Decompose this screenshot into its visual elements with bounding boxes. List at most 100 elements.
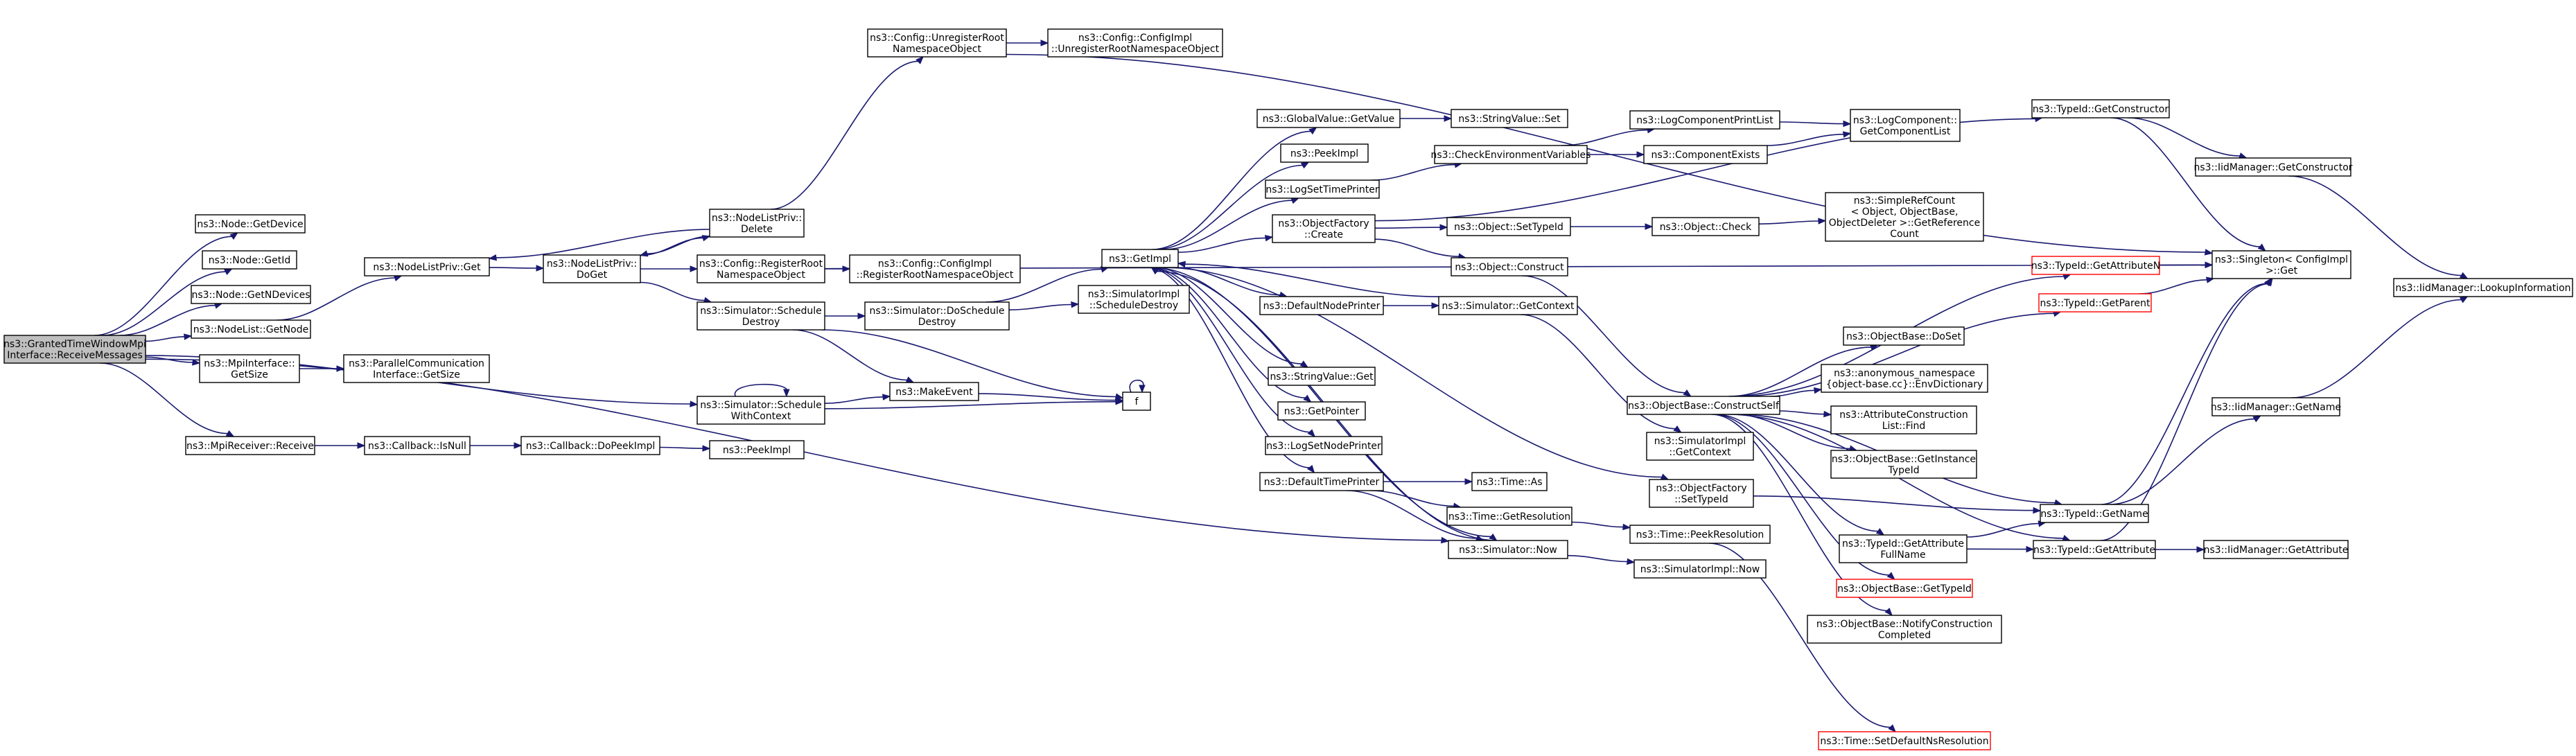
call-edge	[94, 232, 238, 336]
call-edge	[315, 442, 366, 449]
function-node-nlp-get[interactable]: ns3::NodeListPriv::Get	[364, 257, 490, 276]
function-node-compexists[interactable]: ns3::ComponentExists	[1643, 145, 1768, 164]
function-node-root[interactable]: ns3::GrantedTimeWindowMpiInterface::Rece…	[3, 335, 146, 364]
function-node-time-setdefaultnsres[interactable]: ns3::Time::SetDefaultNsResolution	[1818, 731, 1991, 750]
function-node-cfg-unregroot[interactable]: ns3::Config::UnregisterRootNamespaceObje…	[867, 28, 1007, 58]
arrow-head-icon	[1645, 223, 1654, 230]
function-node-f[interactable]: f	[1122, 392, 1151, 411]
node-label: ns3::Time::GetResolution	[1448, 511, 1570, 522]
node-label: Completed	[1878, 630, 1931, 641]
edge-line	[1370, 490, 1455, 507]
node-box	[1825, 192, 1984, 242]
function-node-sim-getcontext[interactable]: ns3::Simulator::GetContext	[1438, 296, 1578, 315]
function-node-mpi-getsize[interactable]: ns3::MpiInterface::GetSize	[199, 354, 300, 383]
function-node-peekimpl1[interactable]: ns3::PeekImpl	[709, 440, 805, 459]
function-node-simimpl-scheddestroy[interactable]: ns3::SimulatorImpl::ScheduleDestroy	[1078, 285, 1190, 314]
arrow-head-icon	[2266, 277, 2273, 287]
node-label: ns3::PeekImpl	[723, 445, 791, 456]
arrow-head-icon	[1307, 464, 1315, 474]
function-node-sim-now[interactable]: ns3::Simulator::Now	[1448, 540, 1568, 559]
function-node-stringvalue-set[interactable]: ns3::StringValue::Set	[1451, 109, 1568, 128]
function-node-getimpl[interactable]: ns3::GetImpl	[1101, 249, 1179, 268]
function-node-makeevent[interactable]: ns3::MakeEvent	[889, 382, 979, 401]
call-edge	[659, 445, 711, 452]
function-node-defaulttimeprinter[interactable]: ns3::DefaultTimePrinter	[1259, 472, 1384, 491]
function-node-objbase-doset[interactable]: ns3::ObjectBase::DoSet	[1843, 326, 1965, 346]
function-node-sim-scheddestroy[interactable]: ns3::Simulator::ScheduleDestroy	[696, 301, 825, 331]
function-node-iidmgr-lookupinfo[interactable]: ns3::IidManager::LookupInformation	[2393, 278, 2573, 297]
function-node-cfgimpl-reg[interactable]: ns3::Config::ConfigImpl::RegisterRootNam…	[849, 254, 1021, 283]
edge-line	[1150, 267, 1306, 398]
node-label: ns3::IidManager::LookupInformation	[2395, 283, 2570, 294]
function-node-time-as[interactable]: ns3::Time::As	[1471, 472, 1548, 491]
node-label: ns3::ParallelCommunication	[349, 358, 484, 369]
function-node-objbase-gettypeid[interactable]: ns3::ObjectBase::GetTypeId	[1836, 579, 1973, 598]
node-box	[1101, 249, 1179, 268]
function-node-getpointer[interactable]: ns3::GetPointer	[1277, 401, 1366, 421]
call-edge	[1006, 39, 1049, 46]
function-node-objbase-constructself[interactable]: ns3::ObjectBase::ConstructSelf	[1627, 396, 1780, 415]
function-node-simimpl-getcontext[interactable]: ns3::SimulatorImpl::GetContext	[1646, 432, 1754, 461]
edge-line	[1711, 414, 1889, 612]
call-edge	[1966, 545, 2035, 553]
function-node-stringvalue-get[interactable]: ns3::StringValue::Get	[1268, 367, 1376, 386]
function-node-anon-envdict[interactable]: ns3::anonymous_namespace{object-base.cc}…	[1821, 364, 1988, 393]
function-node-iidmgr-getname[interactable]: ns3::IidManager::GetName	[2211, 397, 2341, 416]
function-node-typeid-getattribute[interactable]: ns3::TypeId::GetAttribute	[2033, 540, 2156, 559]
function-node-cb-dopeekimpl[interactable]: ns3::Callback::DoPeekImpl	[520, 436, 660, 455]
function-node-simimpl-now[interactable]: ns3::SimulatorImpl::Now	[1633, 559, 1767, 579]
arrow-head-icon	[1308, 127, 1317, 135]
function-node-pci-getsize[interactable]: ns3::ParallelCommunicationInterface::Get…	[343, 354, 490, 383]
function-node-gv-getvalue[interactable]: ns3::GlobalValue::GetValue	[1256, 109, 1401, 128]
function-node-objfactory-settypeid[interactable]: ns3::ObjectFactory::SetTypeId	[1649, 479, 1754, 508]
function-node-typeid-getattributen[interactable]: ns3::TypeId::GetAttributeN	[2031, 256, 2160, 275]
arrow-head-icon	[225, 430, 235, 437]
function-node-cb-isnull[interactable]: ns3::Callback::IsNull	[364, 436, 471, 455]
function-node-typeid-getparent[interactable]: ns3::TypeId::GetParent	[2038, 293, 2152, 313]
function-node-typeid-getname[interactable]: ns3::TypeId::GetName	[2040, 504, 2149, 523]
function-node-node-getndevices[interactable]: ns3::Node::GetNDevices	[191, 285, 311, 304]
function-node-iidmgr-getconstructor[interactable]: ns3::IidManager::GetConstructor	[2193, 157, 2353, 177]
function-node-cfgimpl-unreg[interactable]: ns3::Config::ConfigImpl::UnregisterRootN…	[1047, 28, 1223, 58]
node-label: ns3::Node::GetDevice	[197, 219, 303, 230]
function-node-logsettimeprinter[interactable]: ns3::LogSetTimePrinter	[1265, 179, 1380, 199]
arrow-head-icon	[393, 275, 403, 281]
function-node-defaultnodeprinter[interactable]: ns3::DefaultNodePrinter	[1259, 296, 1384, 315]
edge-line	[1571, 521, 1624, 528]
function-node-logcompprintlist[interactable]: ns3::LogComponentPrintList	[1629, 110, 1780, 130]
function-node-iidmgr-getattribute[interactable]: ns3::IidManager::GetAttribute	[2203, 540, 2349, 559]
function-node-logsetnodeprinter[interactable]: ns3::LogSetNodePrinter	[1265, 436, 1383, 455]
function-node-cfg-regroot[interactable]: ns3::Config::RegisterRootNamespaceObject	[696, 254, 825, 283]
function-node-objbase-notifyconstr[interactable]: ns3::ObjectBase::NotifyConstructionCompl…	[1807, 615, 2002, 644]
function-node-logcomp-getcomplist[interactable]: ns3::LogComponent::GetComponentList	[1850, 109, 1961, 142]
function-node-nlp-doget[interactable]: ns3::NodeListPriv::DoGet	[543, 254, 641, 283]
node-label: ns3::Singleton< ConfigImpl	[2215, 254, 2348, 265]
arrow-head-icon	[1673, 425, 1682, 433]
function-node-peekimpl2[interactable]: ns3::PeekImpl	[1280, 143, 1369, 163]
function-node-simplerefcount[interactable]: ns3::SimpleRefCount< Object, ObjectBase,…	[1825, 192, 1984, 242]
function-node-mpirecv-receive[interactable]: ns3::MpiReceiver::Receive	[185, 436, 315, 455]
function-node-time-peekres[interactable]: ns3::Time::PeekResolution	[1629, 525, 1771, 544]
function-node-typeid-getconstructor[interactable]: ns3::TypeId::GetConstructor	[2031, 99, 2170, 118]
function-node-obj-check[interactable]: ns3::Object::Check	[1651, 217, 1760, 236]
function-node-obj-construct[interactable]: ns3::Object::Construct	[1451, 257, 1568, 276]
function-node-obj-settypeid[interactable]: ns3::Object::SetTypeId	[1446, 217, 1571, 236]
function-node-node-getid[interactable]: ns3::Node::GetId	[202, 250, 297, 270]
function-node-time-getres[interactable]: ns3::Time::GetResolution	[1446, 507, 1572, 526]
function-node-nlp-delete[interactable]: ns3::NodeListPriv::Delete	[709, 209, 805, 238]
function-node-node-getdevice[interactable]: ns3::Node::GetDevice	[195, 214, 306, 234]
node-label: ns3::SimulatorImpl	[1654, 436, 1746, 447]
call-edge	[1129, 379, 1146, 394]
function-node-objfactory-create[interactable]: ns3::ObjectFactory::Create	[1272, 214, 1376, 243]
edge-line	[1753, 495, 2035, 511]
function-node-checkenvvars[interactable]: ns3::CheckEnvironmentVariables	[1431, 145, 1591, 164]
node-label: ns3::Config::ConfigImpl	[878, 258, 992, 270]
function-node-singleton-get[interactable]: ns3::Singleton< ConfigImpl >::Get	[2211, 250, 2351, 279]
function-node-nodelist-getnode[interactable]: ns3::NodeList::GetNode	[191, 319, 311, 339]
node-box	[1259, 296, 1384, 315]
